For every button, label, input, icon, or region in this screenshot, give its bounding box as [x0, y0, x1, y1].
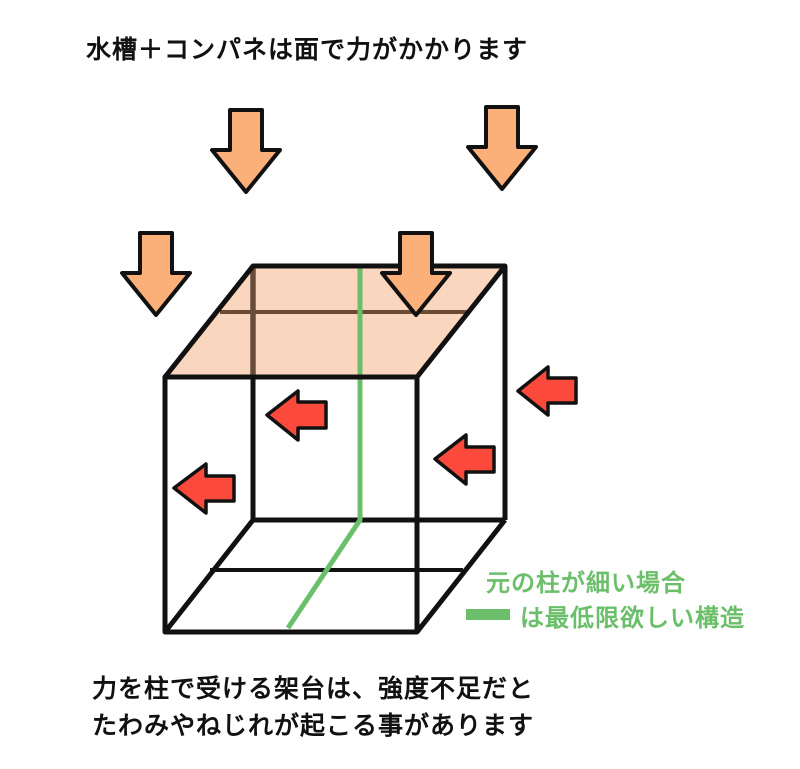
down-arrows: [120, 105, 538, 317]
reinforcement-lines: [285, 266, 363, 630]
footer-line-2: たわみやねじれが起こる事があります: [92, 711, 535, 740]
down-arrow-4: [380, 231, 452, 317]
title-text: 水槽＋コンパネは面で力がかかります: [86, 35, 529, 64]
side-arrow-2: [265, 389, 328, 442]
top-crossbars: [220, 266, 470, 377]
side-arrow-4: [172, 462, 236, 515]
down-arrow-3: [120, 231, 192, 317]
top-face: [165, 266, 505, 377]
legend-swatch: [466, 609, 510, 620]
down-arrow-2: [466, 105, 538, 191]
side-arrow-3: [433, 433, 496, 486]
footer-line-1: 力を柱で受ける架台は、強度不足だと: [92, 674, 535, 703]
side-arrows: [172, 365, 578, 515]
legend-line-1: 元の柱が細い場合: [486, 569, 686, 597]
down-arrow-1: [210, 108, 282, 194]
legend-line-2: は最低限欲しい構造: [520, 604, 745, 632]
front-frame: [162, 263, 508, 635]
side-arrow-1: [516, 365, 578, 417]
